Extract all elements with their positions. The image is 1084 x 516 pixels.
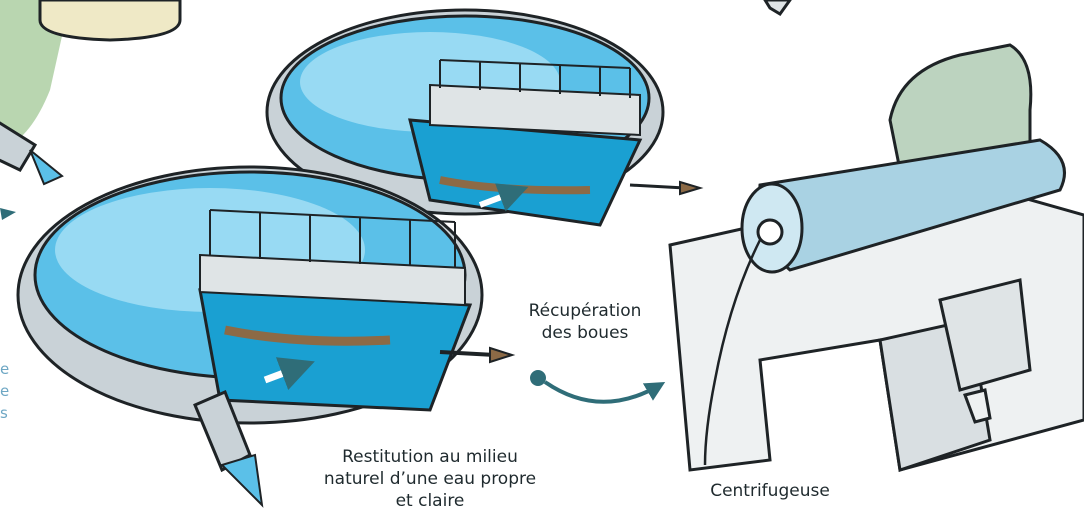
sludge-flow-arrow [530, 370, 666, 404]
sludge-recovery-line-2: des boues [541, 323, 629, 343]
centrifuge-label: Centrifugeuse [655, 480, 885, 502]
clarifier-basin-front [16, 165, 516, 425]
edge-fragment-4: s [0, 404, 8, 422]
centrifuge-label-text: Centrifugeuse [710, 481, 830, 501]
edge-fragment-1: e [0, 360, 10, 378]
outlet-pipe [193, 390, 264, 508]
centrifuge-machine [668, 43, 1084, 472]
top-hopper-fragment [763, 0, 792, 16]
edge-fragment-2: e [0, 382, 10, 400]
restitution-line-1: Restitution au milieu [342, 447, 518, 467]
inlet-arrow-icon [0, 208, 16, 220]
left-edge-text-fragment: e e s [0, 358, 9, 424]
restitution-line-2: naturel d’une eau propre [323, 469, 537, 489]
sludge-recovery-line-1: Récupération [528, 301, 642, 321]
sludge-recovery-label: Récupération des boues [505, 300, 665, 344]
inlet-pipe [0, 121, 64, 186]
clarifier-basin-back [265, 8, 704, 227]
restitution-line-3: et claire [395, 491, 465, 511]
restitution-label: Restitution au milieu naturel d’une eau … [280, 446, 580, 512]
top-left-tank [0, 0, 182, 150]
